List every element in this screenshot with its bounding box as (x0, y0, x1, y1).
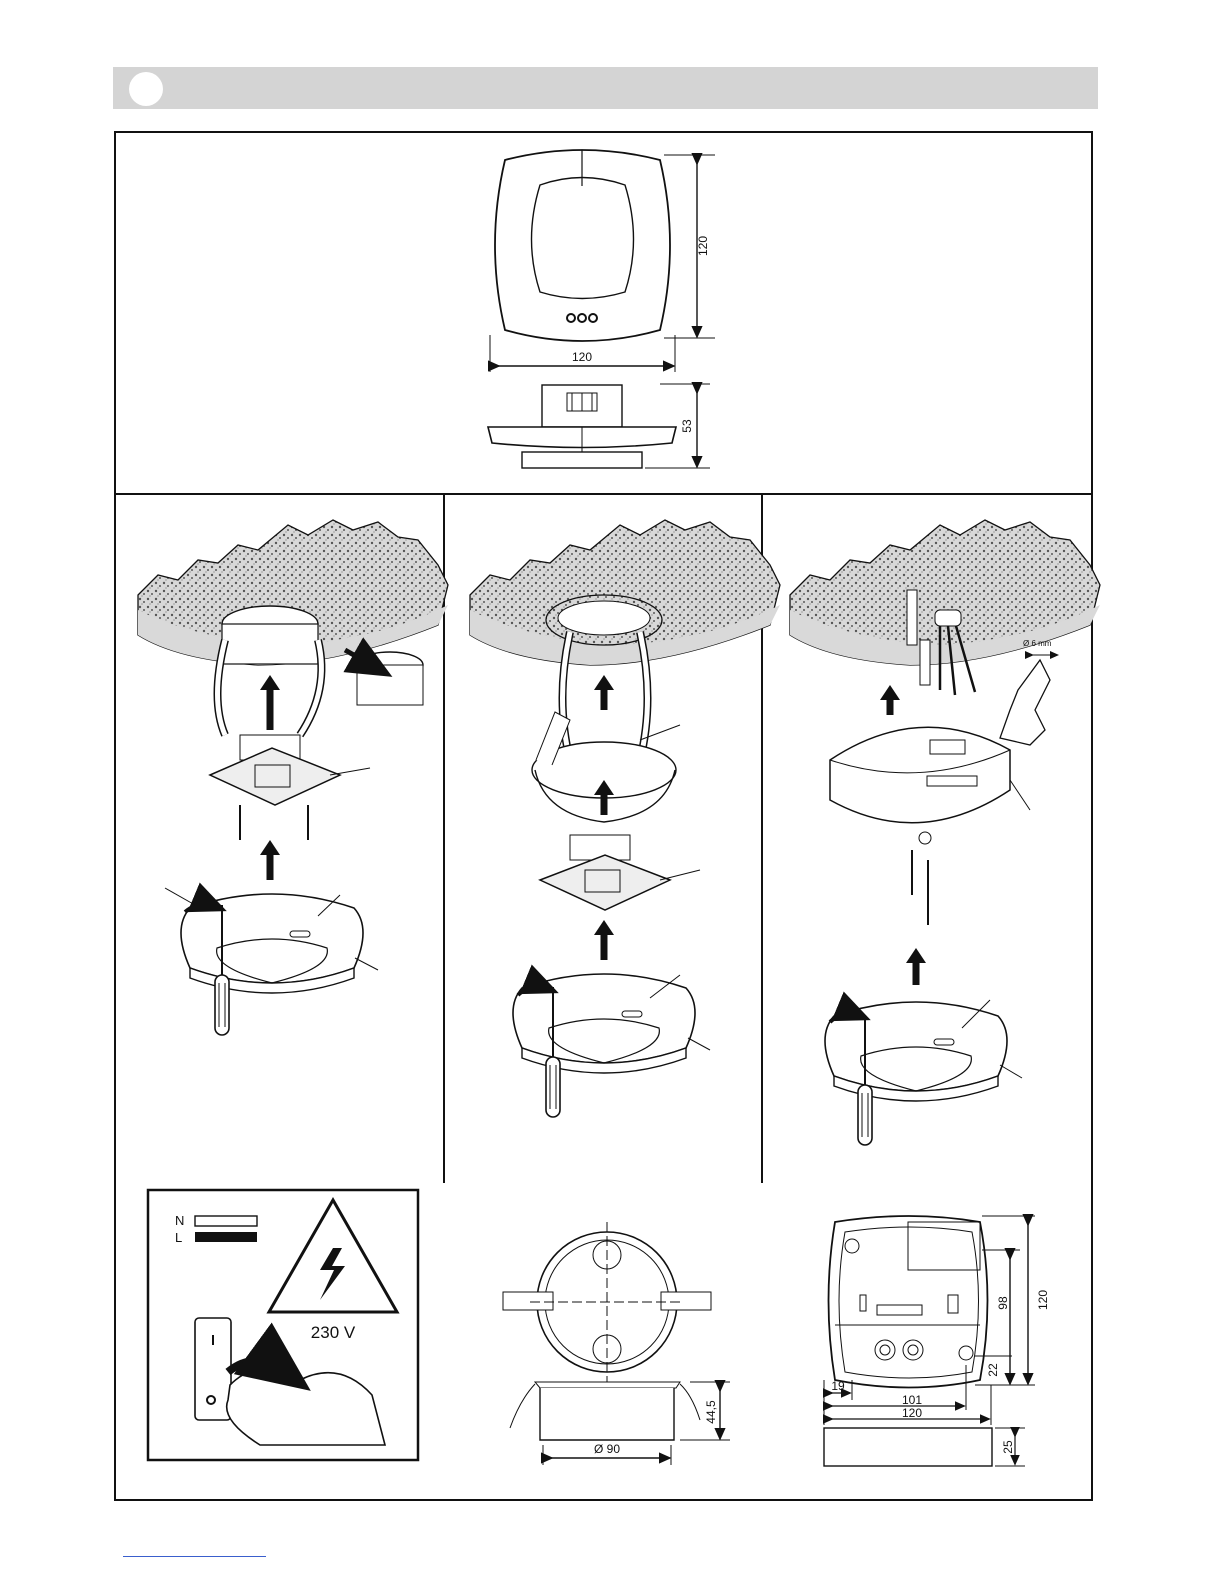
front-width-dimension: 120 (572, 350, 592, 364)
mounting-step-surface-base (790, 520, 1100, 1145)
box-depth-dimension: 44,5 (704, 1400, 718, 1424)
base-width-101-dimension: 101 (902, 1393, 922, 1407)
base-plate-drawing (824, 1216, 1035, 1466)
box-diameter-dimension: Ø 90 (594, 1442, 620, 1456)
live-label: L (175, 1230, 182, 1245)
base-height-120-dimension: 120 (1036, 1290, 1050, 1310)
flush-box-drawing (503, 1222, 730, 1465)
front-view-drawing (490, 150, 715, 372)
base-thickness-dimension: 25 (1001, 1440, 1015, 1454)
base-offset-22-dimension: 22 (986, 1363, 1000, 1377)
mounting-step-flush-box (138, 520, 448, 1035)
base-width-120-dimension: 120 (902, 1406, 922, 1420)
side-height-dimension: 53 (680, 419, 694, 433)
footer-link-underline (123, 1556, 266, 1557)
drill-bit-label: Ø 6 mm (1023, 639, 1052, 648)
base-height-98-dimension: 98 (996, 1296, 1010, 1310)
side-view-drawing (488, 384, 710, 468)
power-warning-panel (148, 1190, 418, 1460)
voltage-label: 230 V (311, 1323, 356, 1342)
mounting-step-surface-ring (470, 520, 780, 1117)
base-offset-19-dimension: 19 (831, 1379, 845, 1393)
neutral-label: N (175, 1213, 184, 1228)
front-height-dimension: 120 (696, 236, 710, 256)
